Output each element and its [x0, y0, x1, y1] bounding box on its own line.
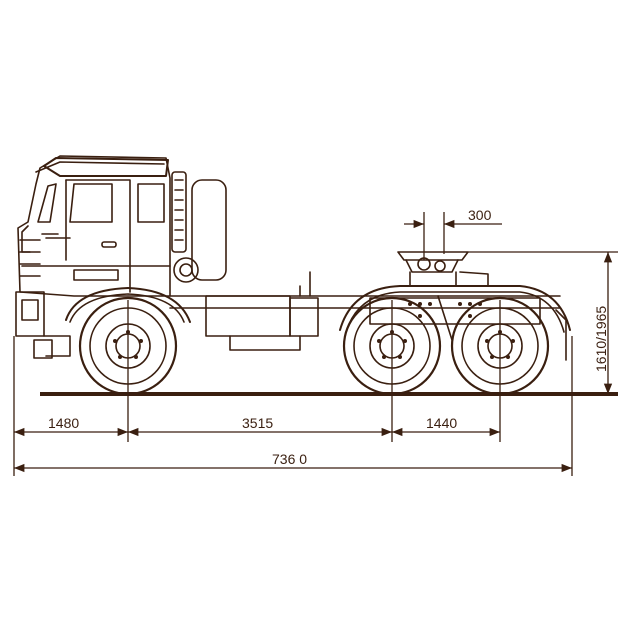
spare-wheel: [171, 171, 227, 283]
cab-side-window: [69, 183, 113, 223]
chassis-frame: [169, 271, 561, 351]
cab: [17, 155, 171, 297]
front-bumper: [15, 291, 71, 359]
fuel-tank: [205, 295, 291, 337]
dim-label-front-overhang: 1480: [48, 415, 79, 431]
dim-label-overall-length: 736 0: [272, 451, 307, 467]
dim-label-wheelbase: 3515: [242, 415, 273, 431]
front-fender: [65, 287, 191, 323]
dim-label-fifth-wheel-offset: 300: [468, 207, 492, 223]
rear-fender: [339, 285, 571, 331]
truck-tractor: [15, 155, 571, 396]
dimension-lines: [13, 212, 618, 476]
dim-label-height: 1610/1965: [593, 306, 609, 372]
sleeper-window: [137, 183, 165, 223]
fifth-wheel: [397, 251, 489, 287]
dim-label-rear-axle-spacing: 1440: [426, 415, 457, 431]
